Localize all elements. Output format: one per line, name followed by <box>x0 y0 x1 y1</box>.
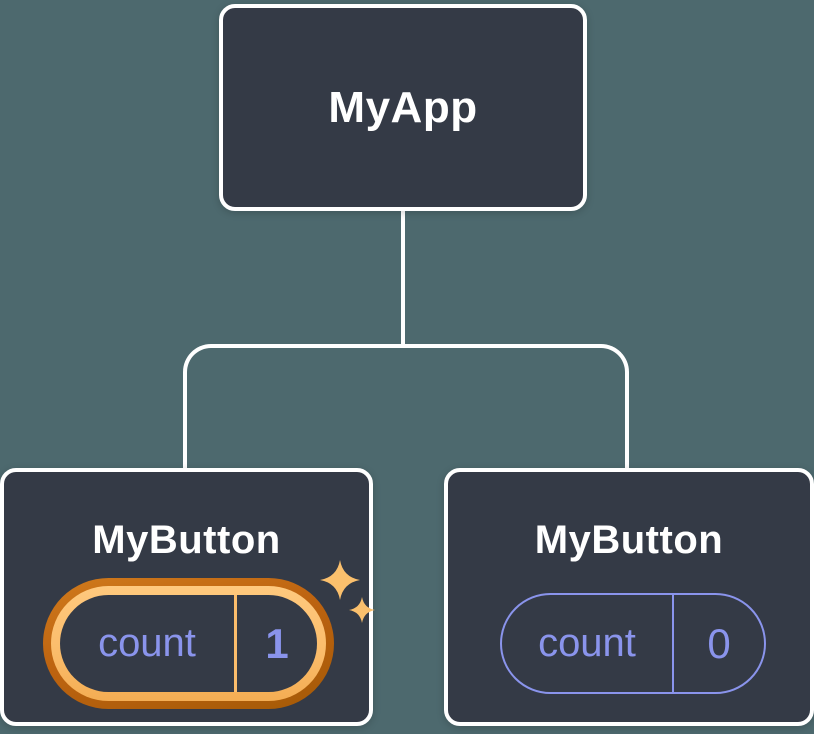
state-badge-divider <box>672 595 674 692</box>
node-mybutton-2: MyButton count 0 <box>444 468 814 726</box>
node-mybutton-1: MyButton count 1 <box>0 468 375 726</box>
state-value: 1 <box>265 619 289 667</box>
node-mybutton-2-label: MyButton <box>534 518 724 562</box>
connector-branch <box>183 344 629 472</box>
node-myapp-label: MyApp <box>328 82 478 132</box>
node-myapp: MyApp <box>219 4 587 211</box>
state-value: 0 <box>707 619 731 667</box>
state-badge-inner-ring: count 1 <box>51 586 326 701</box>
state-badge: count 1 <box>60 595 317 692</box>
state-badge-divider <box>234 595 237 692</box>
state-badge-highlight-ring: count 1 <box>43 578 334 709</box>
state-badge: count 0 <box>500 593 766 694</box>
sparkles-icon <box>320 560 375 623</box>
state-name: count <box>98 621 196 665</box>
connector-stem <box>401 208 405 344</box>
node-mybutton-1-label: MyButton <box>92 518 281 562</box>
state-name: count <box>538 621 636 665</box>
